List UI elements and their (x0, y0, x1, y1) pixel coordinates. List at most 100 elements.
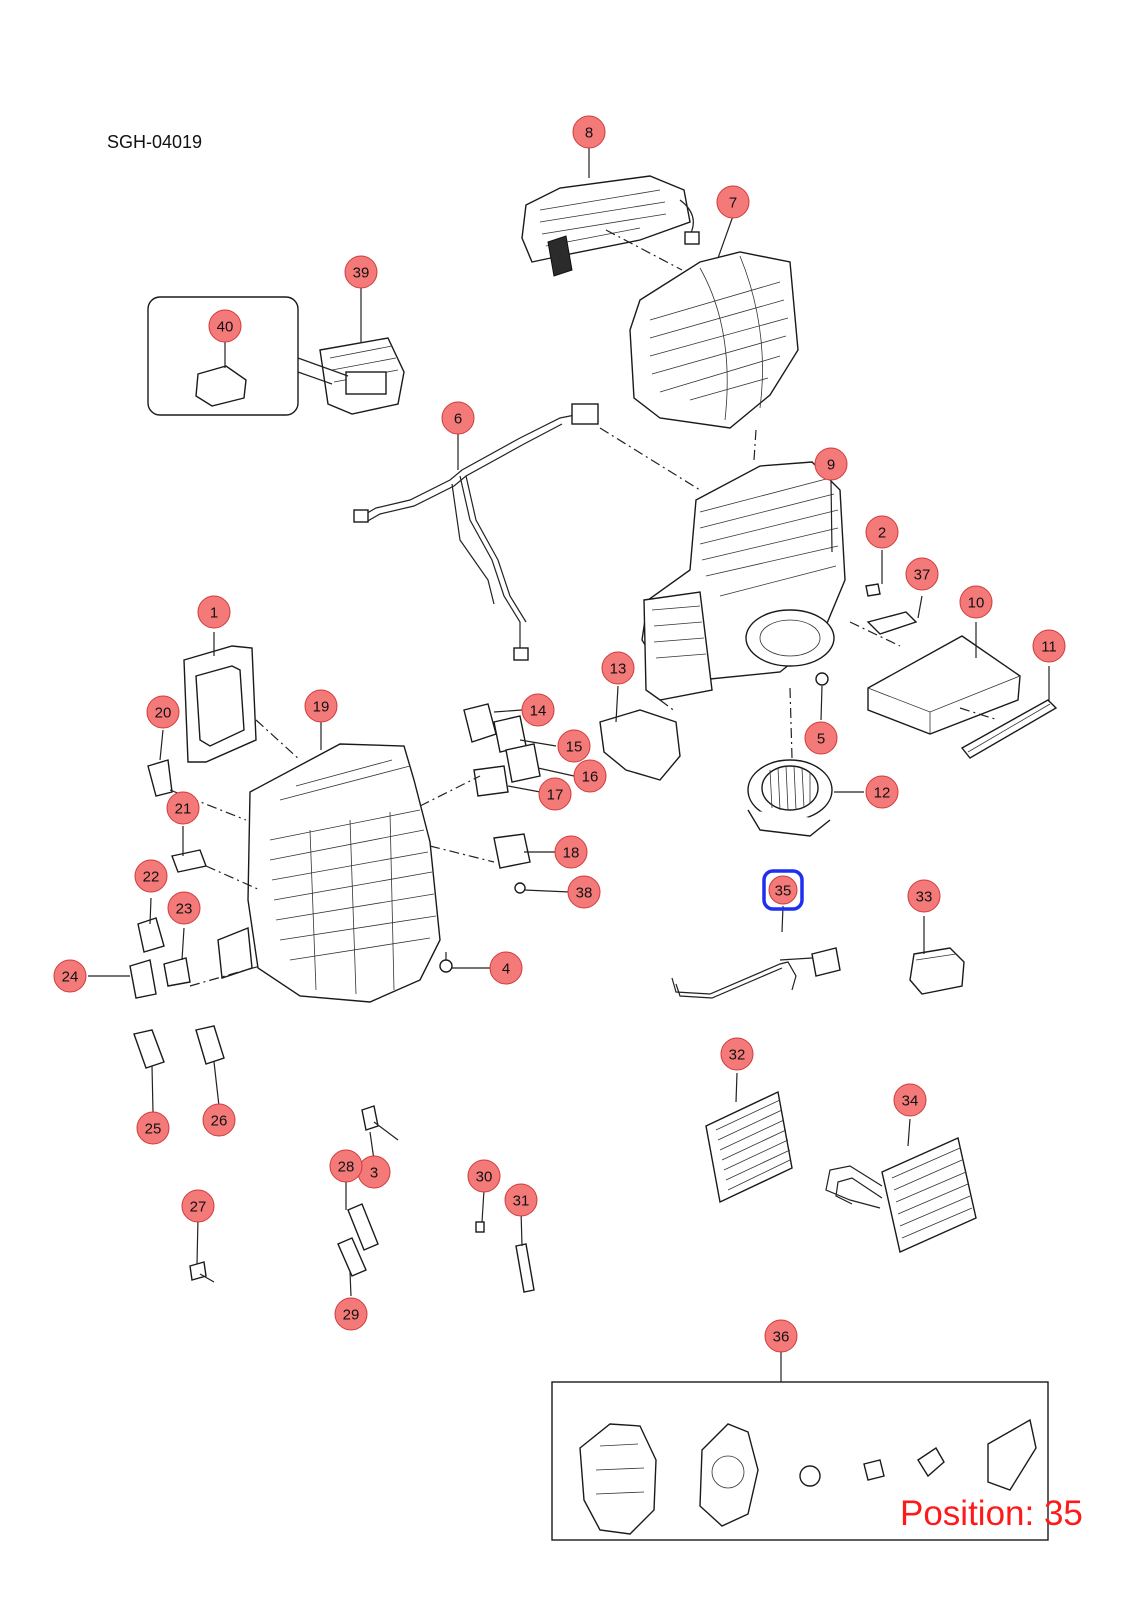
callout-5[interactable]: 5 (804, 721, 838, 755)
callout-number: 21 (175, 801, 192, 818)
callout-39[interactable]: 39 (344, 255, 378, 289)
callout-bubble (557, 729, 591, 763)
callout-2[interactable]: 2 (865, 515, 899, 549)
callout-16[interactable]: 16 (573, 759, 607, 793)
callout-14[interactable]: 14 (521, 693, 555, 727)
callout-10[interactable]: 10 (959, 585, 993, 619)
callout-34[interactable]: 34 (893, 1083, 927, 1117)
callout-bubble (716, 185, 750, 219)
part-21-lever (171, 849, 207, 873)
callout-number: 22 (143, 869, 160, 886)
callout-28[interactable]: 28 (329, 1149, 363, 1183)
callout-number: 19 (313, 699, 330, 716)
part-24-actuator (129, 959, 157, 999)
callout-bubble (905, 557, 939, 591)
callout-8[interactable]: 8 (572, 115, 606, 149)
callout-29[interactable]: 29 (334, 1297, 368, 1331)
part-18-actuator (493, 833, 531, 869)
callout-bubble (573, 759, 607, 793)
callout-1[interactable]: 1 (197, 595, 231, 629)
callout-number: 30 (476, 1169, 493, 1186)
callout-bubble (893, 1083, 927, 1117)
callout-highlight (762, 869, 804, 911)
callout-23[interactable]: 23 (167, 891, 201, 925)
callout-bubble (959, 585, 993, 619)
callout-number: 26 (211, 1113, 228, 1130)
callout-number: 32 (729, 1047, 746, 1064)
parts-layer (129, 175, 1058, 1541)
callout-bubble (720, 1037, 754, 1071)
part-27-sensor (189, 1261, 215, 1283)
callout-bubble (504, 1183, 538, 1217)
callout-bubble (202, 1103, 236, 1137)
callout-bubble (136, 1111, 170, 1145)
leader-lines (88, 146, 1050, 1382)
callout-25[interactable]: 25 (136, 1111, 170, 1145)
callout-13[interactable]: 13 (601, 651, 635, 685)
callout-35[interactable]: 35 (762, 869, 804, 911)
callout-number: 3 (370, 1165, 378, 1182)
part-26-actuator (195, 1025, 225, 1065)
part-9-lower-case-blower-housing (641, 461, 846, 701)
callout-bubble (764, 1319, 798, 1353)
callout-4[interactable]: 4 (489, 951, 523, 985)
callout-37[interactable]: 37 (905, 557, 939, 591)
callout-number: 2 (878, 525, 886, 542)
callout-number: 13 (610, 661, 627, 678)
callout-12[interactable]: 12 (865, 775, 899, 809)
callout-number: 20 (155, 705, 172, 722)
callout-bubble (567, 875, 601, 909)
callout-number: 35 (775, 883, 792, 900)
callout-bubble (865, 775, 899, 809)
callout-bubble (441, 401, 475, 435)
callout-18[interactable]: 18 (554, 835, 588, 869)
part-8-blend-door-actuator-harness (521, 175, 700, 277)
callout-number: 16 (582, 769, 599, 786)
callout-24[interactable]: 24 (53, 959, 87, 993)
callout-11[interactable]: 11 (1032, 629, 1066, 663)
callout-21[interactable]: 21 (166, 791, 200, 825)
callout-bubble (804, 721, 838, 755)
callout-number: 28 (338, 1159, 355, 1176)
callout-30[interactable]: 30 (467, 1159, 501, 1193)
callout-3[interactable]: 3 (357, 1155, 391, 1189)
callout-27[interactable]: 27 (181, 1189, 215, 1223)
callout-bubble (197, 595, 231, 629)
part-35-wire-sensor-assy (671, 947, 841, 999)
callout-36[interactable]: 36 (764, 1319, 798, 1353)
part-7-upper-case (629, 251, 799, 429)
callout-26[interactable]: 26 (202, 1103, 236, 1137)
part-34-heater-core (825, 1137, 977, 1253)
callout-20[interactable]: 20 (146, 695, 180, 729)
callout-38[interactable]: 38 (567, 875, 601, 909)
callout-9[interactable]: 9 (814, 447, 848, 481)
callout-17[interactable]: 17 (538, 777, 572, 811)
part-37-sensor (866, 611, 918, 635)
callout-40[interactable]: 40 (208, 309, 242, 343)
position-label: Position: 35 (900, 1494, 1083, 1533)
callout-number: 1 (210, 605, 218, 622)
diagram-code: SGH-04019 (107, 132, 203, 152)
callout-33[interactable]: 33 (907, 879, 941, 913)
callout-32[interactable]: 32 (720, 1037, 754, 1071)
callout-19[interactable]: 19 (304, 689, 338, 723)
callout-bubble (814, 447, 848, 481)
callout-bubble (329, 1149, 363, 1183)
callout-22[interactable]: 22 (134, 859, 168, 893)
callout-31[interactable]: 31 (504, 1183, 538, 1217)
callout-number: 12 (874, 785, 891, 802)
callout-15[interactable]: 15 (557, 729, 591, 763)
callout-6[interactable]: 6 (441, 401, 475, 435)
part-33-resistor (909, 947, 965, 995)
part-22-actuator (137, 917, 165, 953)
part-3-sensor (361, 1105, 399, 1141)
part-40-connector (195, 365, 247, 407)
callout-bubble (554, 835, 588, 869)
callout-number: 10 (968, 595, 985, 612)
callout-number: 11 (1041, 639, 1057, 656)
callout-7[interactable]: 7 (716, 185, 750, 219)
callout-number: 8 (585, 125, 593, 142)
part-38-clip (514, 882, 526, 894)
callout-bubble (865, 515, 899, 549)
